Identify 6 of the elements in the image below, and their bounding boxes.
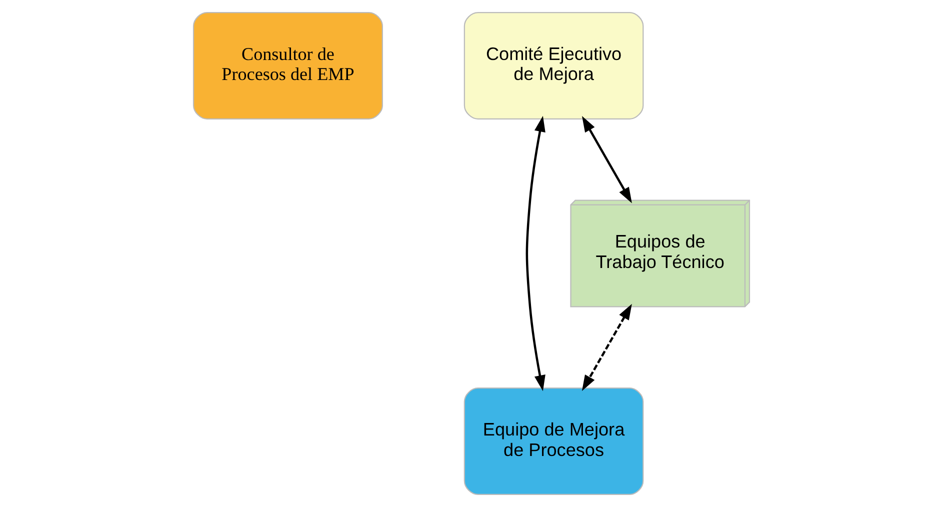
arrow — [525, 116, 545, 392]
node-box: Equipo de Mejora de Procesos — [463, 388, 644, 495]
node-box: Consultor de Procesos del EMP — [192, 12, 382, 120]
node-box: Comité Ejecutivo de Mejora — [463, 12, 644, 120]
arrow — [581, 116, 632, 204]
arrow — [581, 304, 632, 391]
